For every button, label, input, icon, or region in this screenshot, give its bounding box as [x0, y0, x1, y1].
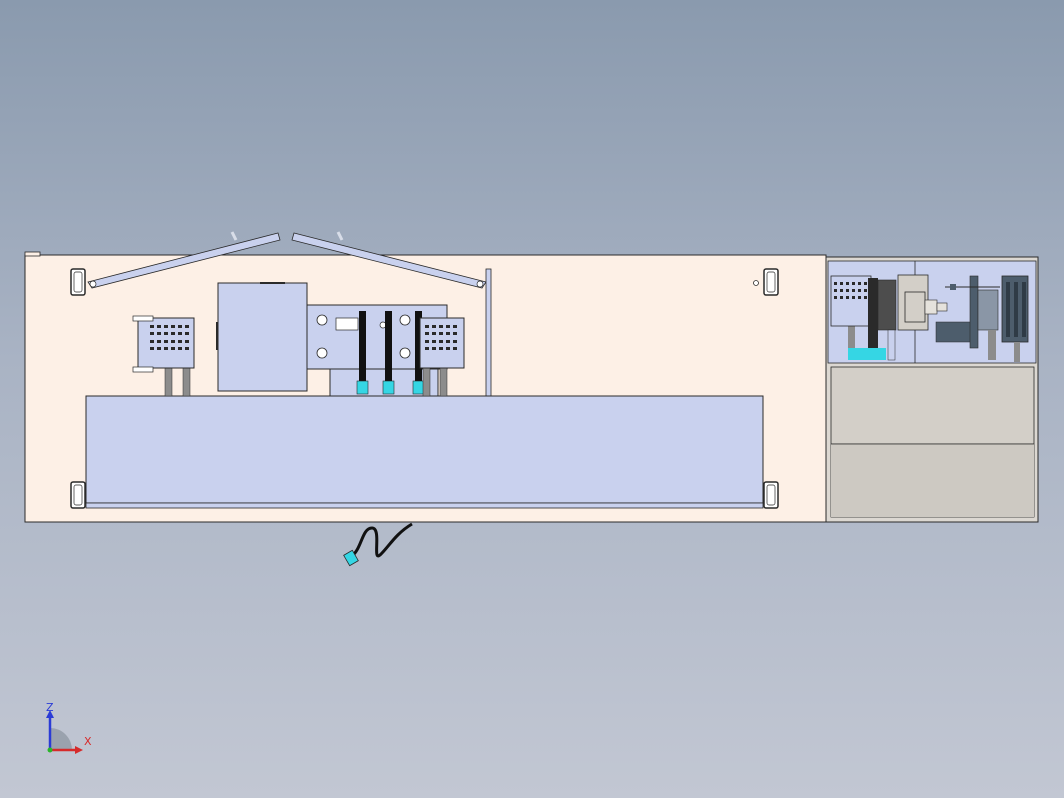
- relay-module-left: [132, 315, 195, 397]
- mounting-slot: [70, 481, 86, 509]
- transformer-box: [216, 282, 308, 392]
- mounting-slot: [763, 481, 779, 509]
- orientation-triad: Z X: [46, 701, 92, 754]
- lid-strut-right: [291, 231, 487, 289]
- triad-quadrant: [50, 728, 72, 750]
- base-block: [85, 395, 764, 509]
- divider-post: [485, 268, 492, 398]
- cabinet-motor: [897, 274, 972, 343]
- relay-module-right: [419, 317, 465, 397]
- mounting-slot: [763, 268, 779, 296]
- lid-strut-left: [87, 231, 281, 289]
- z-axis-label: Z: [46, 701, 54, 714]
- x-axis-label: X: [84, 735, 92, 748]
- power-cable: [343, 522, 413, 567]
- cabinet-contactor: [868, 278, 897, 361]
- cabinet-relay: [830, 275, 886, 360]
- mounting-slot: [70, 268, 86, 296]
- screw-hole: [753, 280, 759, 286]
- cabinet-fan-unit: [945, 275, 1029, 362]
